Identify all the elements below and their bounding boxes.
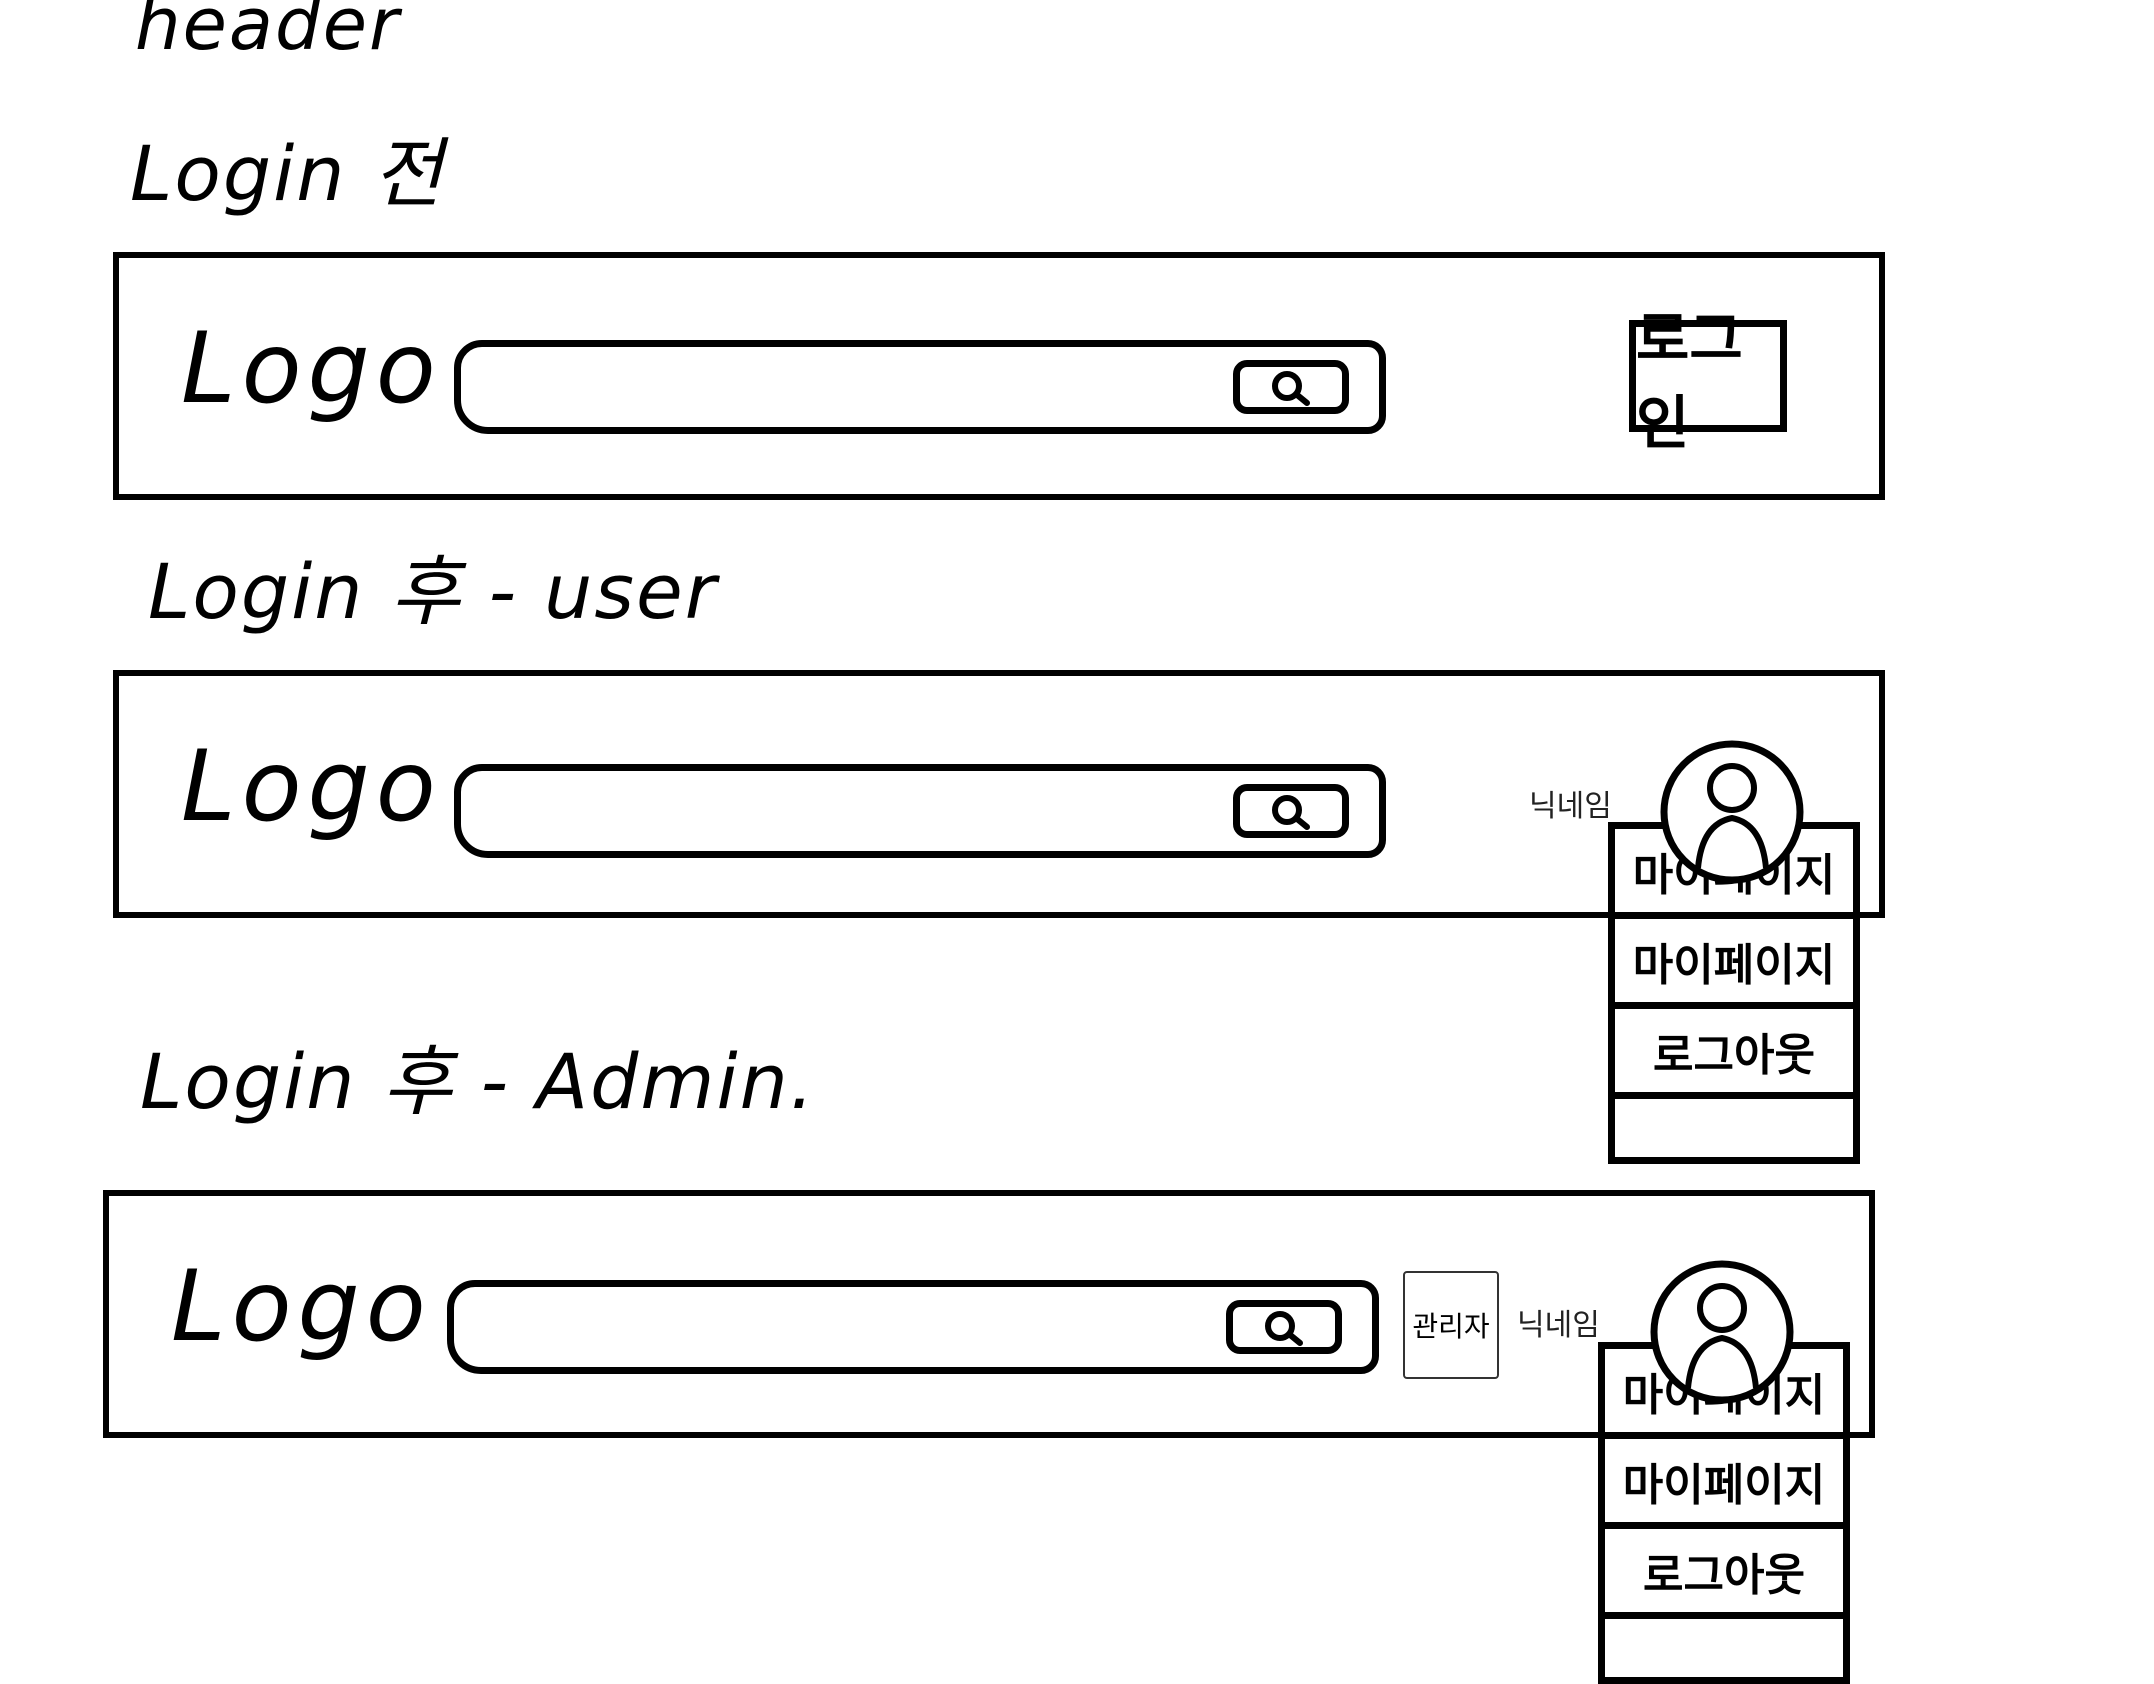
dropdown-item-empty: [1605, 1619, 1843, 1677]
search-button[interactable]: [1233, 784, 1349, 838]
header-user: Logo 닉네임: [113, 670, 1885, 918]
avatar-icon[interactable]: [1658, 738, 1806, 886]
avatar-icon[interactable]: [1648, 1258, 1796, 1406]
logo[interactable]: Logo: [181, 312, 442, 426]
section-label-user: Login 후 - user: [148, 547, 718, 636]
dropdown-item-empty: [1615, 1099, 1853, 1157]
search-input[interactable]: [478, 1297, 1192, 1357]
header-admin: Logo 관리자 닉네임: [103, 1190, 1875, 1438]
search-bar: [454, 340, 1386, 434]
nickname: 닉네임: [1517, 1308, 1600, 1343]
nickname: 닉네임: [1529, 789, 1612, 824]
page-title: header: [135, 0, 401, 66]
login-button[interactable]: 로그인: [1629, 305, 1787, 457]
user-dropdown-menu: 마이페이지 마이페이지 로그아웃: [1608, 822, 1860, 1164]
dropdown-item-logout[interactable]: 로그아웃: [1605, 1529, 1843, 1619]
admin-button[interactable]: 관리자: [1403, 1271, 1499, 1379]
logo[interactable]: Logo: [171, 1250, 432, 1364]
dropdown-item-mypage[interactable]: 마이페이지: [1615, 919, 1853, 1009]
header-before-login: Logo 로그인: [113, 252, 1885, 500]
magnifier-icon: [1265, 1311, 1303, 1346]
section-label-before-login: Login 전: [130, 129, 445, 218]
logo[interactable]: Logo: [181, 730, 442, 844]
dropdown-item-logout[interactable]: 로그아웃: [1615, 1009, 1853, 1099]
section-label-admin: Login 후 - Admin.: [140, 1037, 816, 1126]
search-bar: [447, 1280, 1379, 1374]
search-input[interactable]: [485, 781, 1199, 841]
search-button[interactable]: [1233, 360, 1349, 414]
search-input[interactable]: [485, 357, 1199, 417]
search-bar: [454, 764, 1386, 858]
magnifier-icon: [1272, 795, 1310, 830]
dropdown-item-mypage[interactable]: 마이페이지: [1605, 1439, 1843, 1529]
search-button[interactable]: [1226, 1300, 1342, 1354]
magnifier-icon: [1272, 371, 1310, 406]
